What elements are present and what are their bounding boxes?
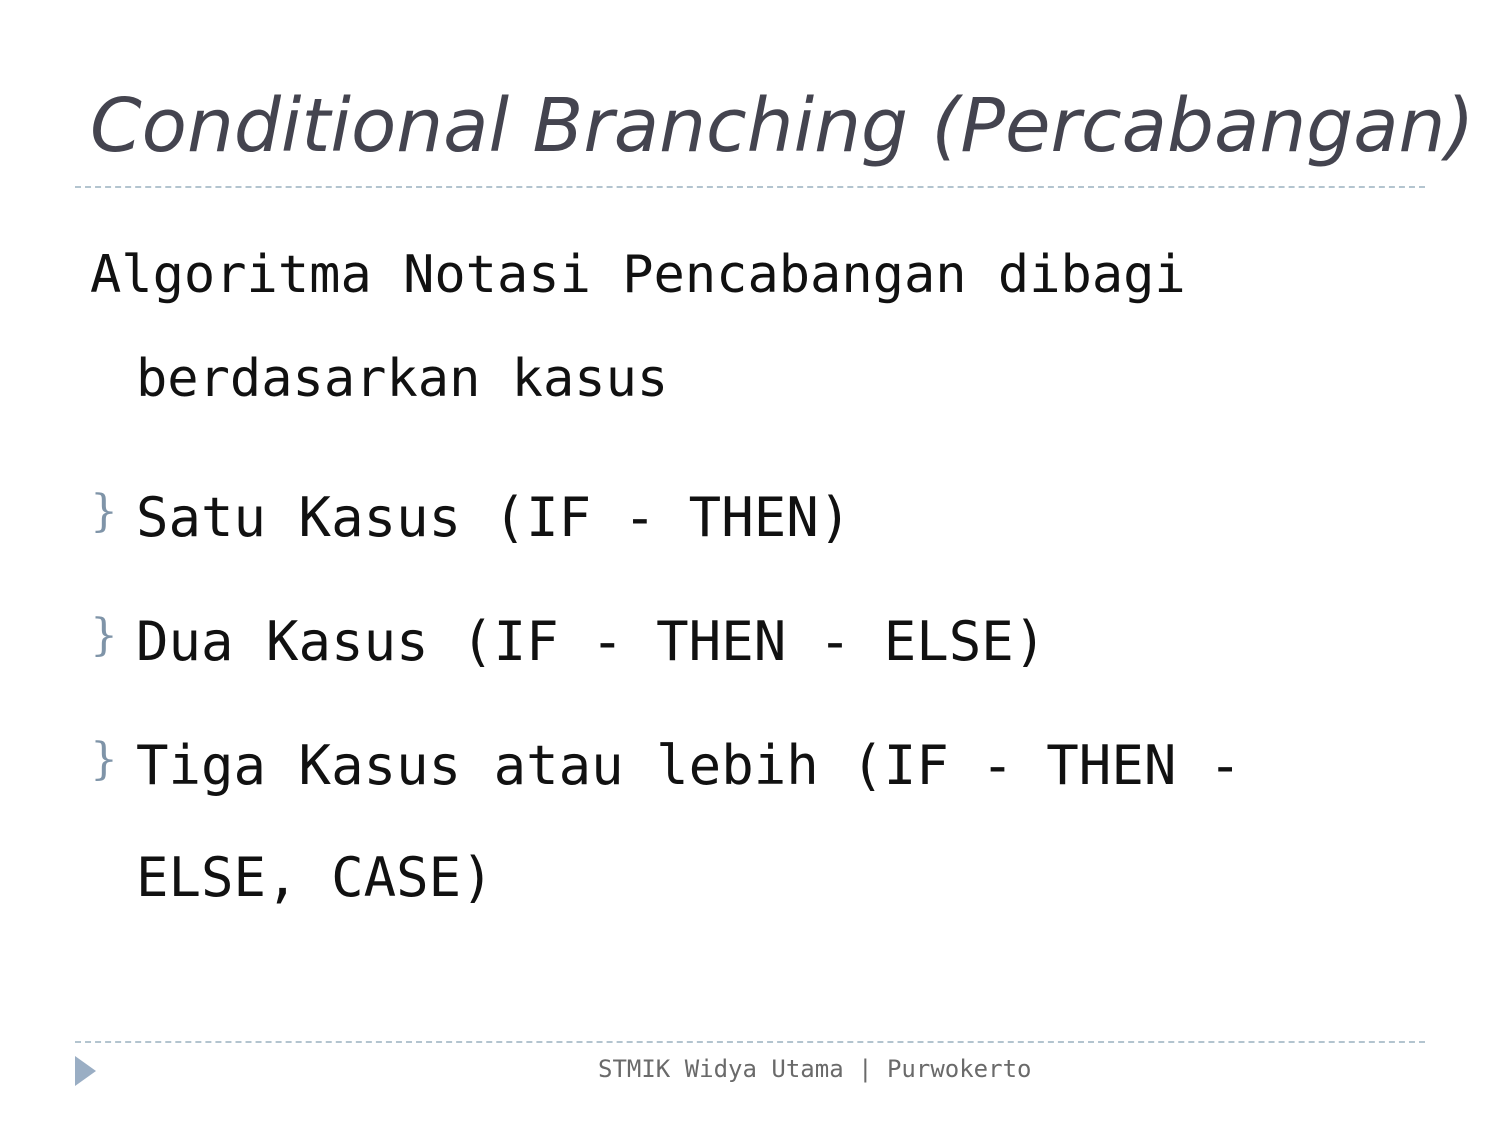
intro-line-2: berdasarkan kasus (136, 349, 669, 409)
list-item: } Satu Kasus (IF - THEN) (90, 462, 1410, 574)
bullet-list: } Satu Kasus (IF - THEN) } Dua Kasus (IF… (90, 462, 1410, 946)
bullet-marker-icon: } (90, 486, 118, 537)
bullet-marker-icon: } (90, 734, 118, 785)
intro-paragraph: Algoritma Notasi Pencabangan dibagi berd… (90, 240, 1390, 414)
bullet-text: Dua Kasus (IF - THEN - ELSE) (136, 610, 1047, 673)
slide-title: Conditional Branching (Percabangan) (90, 83, 1475, 169)
title-divider (75, 186, 1425, 188)
list-item: } Dua Kasus (IF - THEN - ELSE) (90, 586, 1410, 698)
play-triangle-icon (75, 1056, 96, 1086)
bullet-text: Satu Kasus (IF - THEN) (136, 486, 852, 549)
list-item: } Tiga Kasus atau lebih (IF - THEN - ELS… (90, 710, 1410, 934)
intro-line-1: Algoritma Notasi Pencabangan dibagi (90, 245, 1186, 305)
footer-divider (75, 1041, 1425, 1043)
bullet-marker-icon: } (90, 610, 118, 661)
footer-text: STMIK Widya Utama | Purwokerto (598, 1055, 1032, 1083)
bullet-text: Tiga Kasus atau lebih (IF - THEN - ELSE,… (136, 734, 1242, 909)
